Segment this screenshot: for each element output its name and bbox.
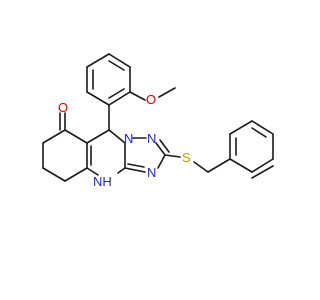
- molecule-diagram: O O N N N NH S: [42, 53, 274, 189]
- bonds: [42, 53, 274, 182]
- atom-labels: O O N N N NH S: [58, 92, 191, 189]
- atom-ketone-oxygen: O: [58, 100, 68, 115]
- atom-triazole-nitrogen-bottom: N: [147, 165, 156, 180]
- atom-bridge-nitrogen: N: [124, 131, 133, 146]
- atom-triazole-nitrogen-top: N: [147, 131, 156, 146]
- atom-sulfur: S: [182, 150, 191, 165]
- atom-nh-group: NH: [93, 174, 112, 189]
- structure-drawing: O O N N N NH S: [42, 53, 274, 189]
- atom-methoxy-oxygen: O: [146, 92, 156, 107]
